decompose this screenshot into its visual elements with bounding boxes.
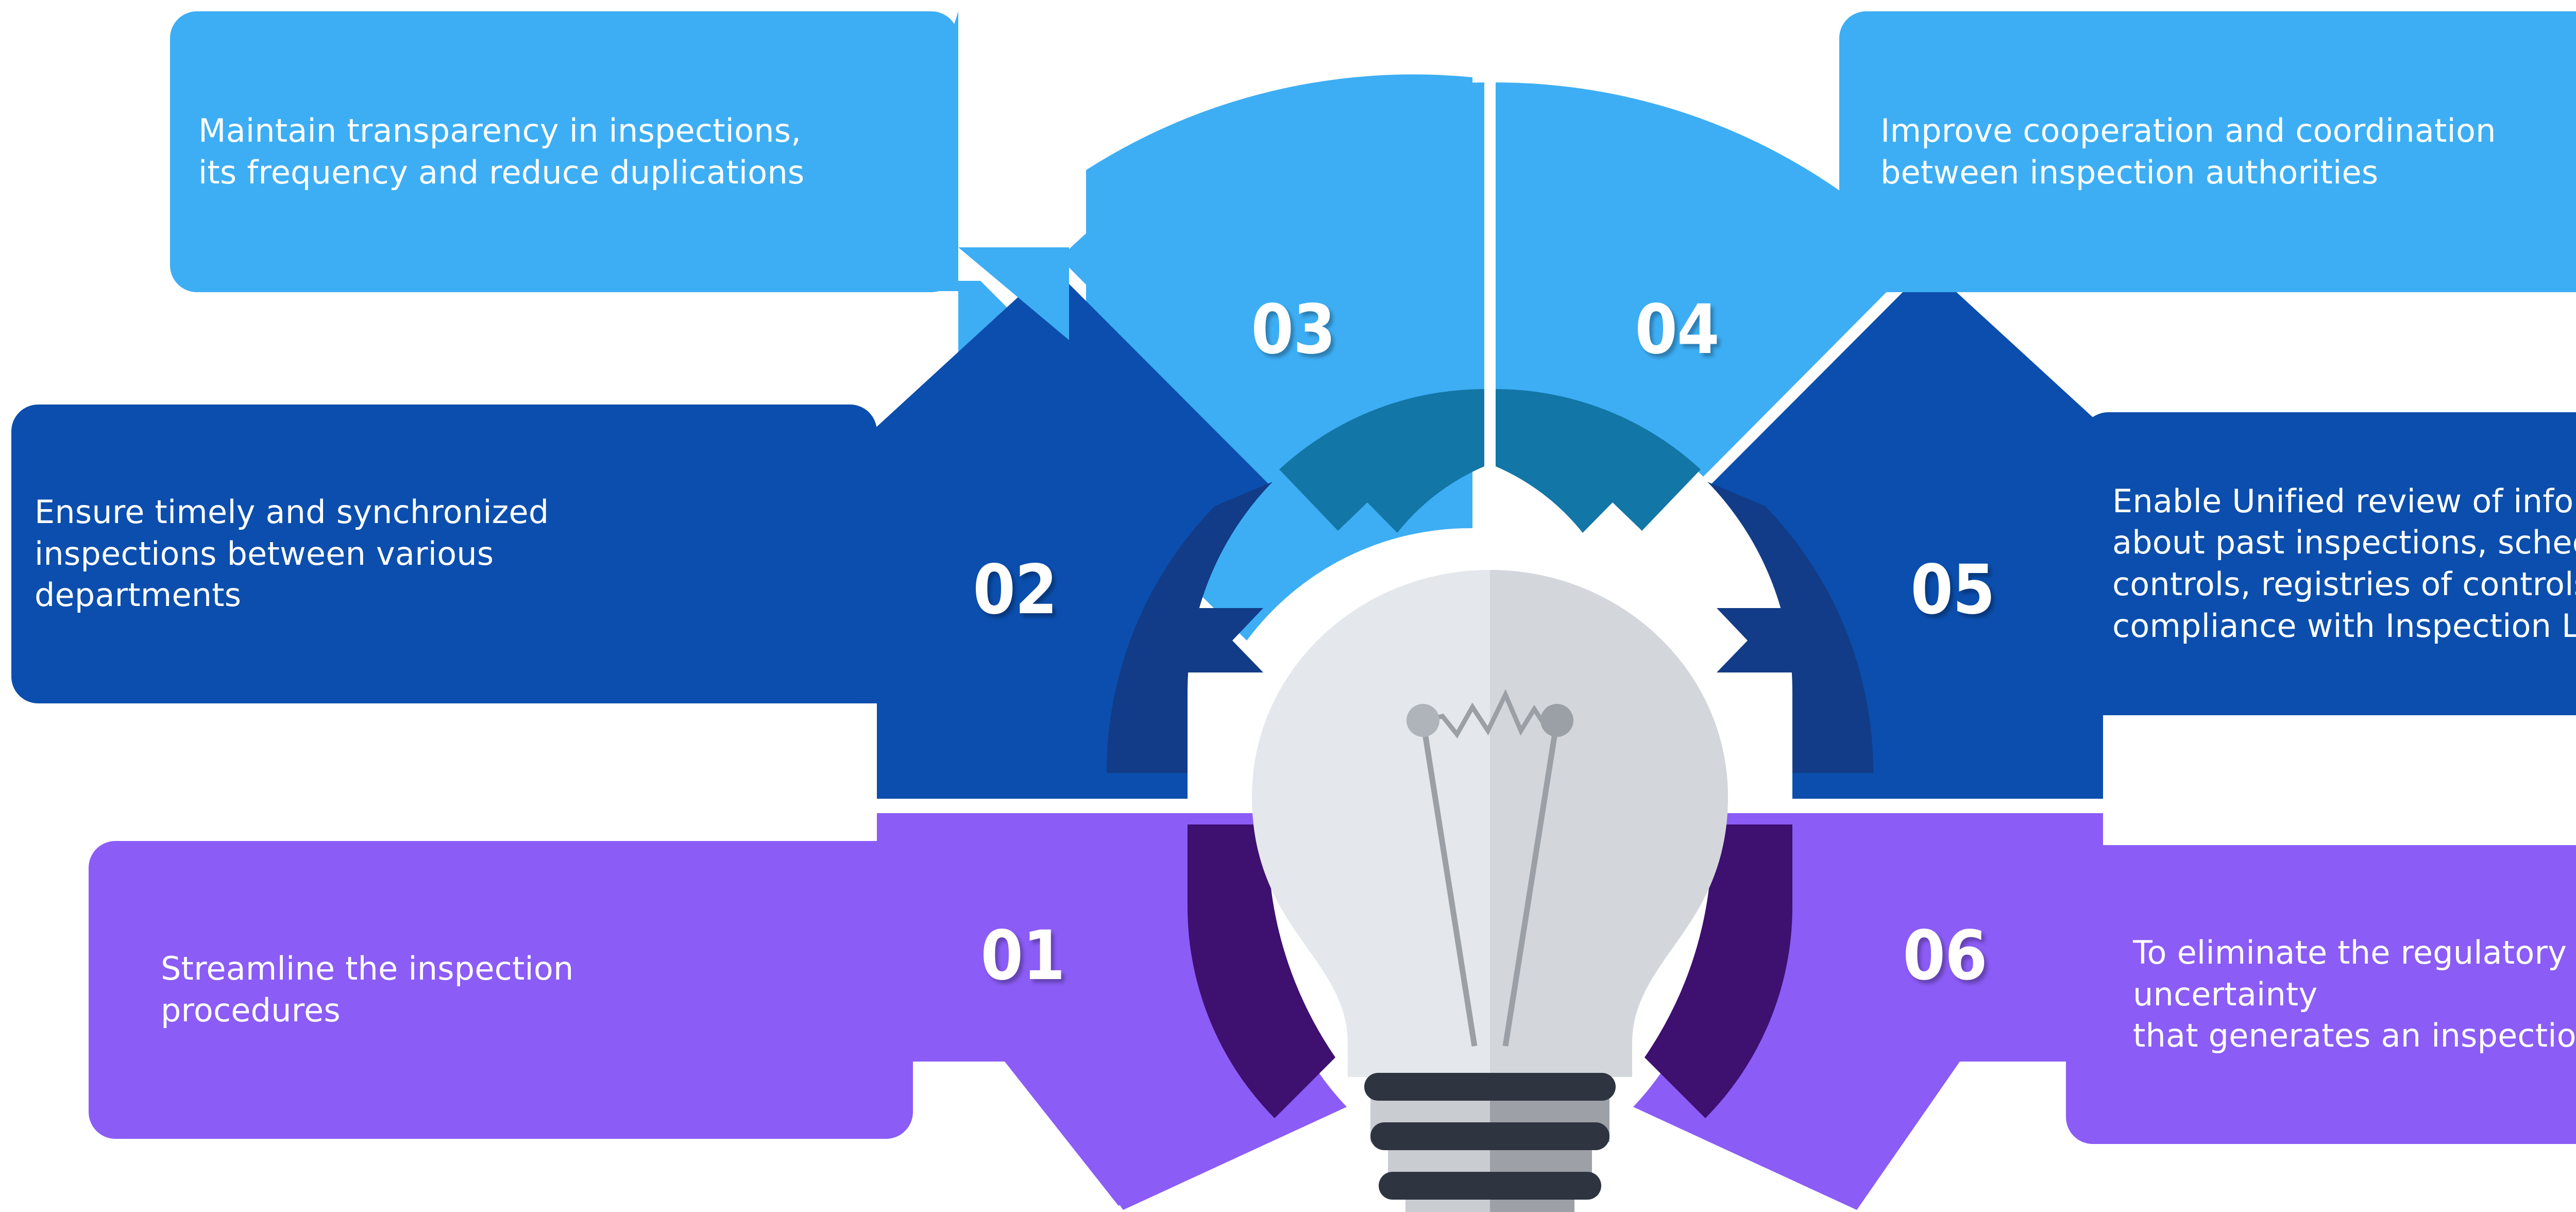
segment-02-inner-notch [1188, 608, 1263, 672]
bulb-ring-2 [1370, 1122, 1609, 1150]
callout-text-04: Improve cooperation and coordination bet… [1880, 111, 2496, 191]
callout-text-02: Ensure timely and synchronized inspectio… [35, 493, 549, 614]
segment-06[interactable] [1633, 813, 2103, 1210]
callout-text-06: To eliminate the regulatory uncertainty … [2133, 934, 2576, 1055]
segment-06-shaft [1792, 813, 2103, 1062]
segment-02[interactable] [877, 266, 1273, 799]
bulb-glass-shade [1490, 570, 1728, 1077]
segment-01-inner-notch [1190, 876, 1266, 940]
callout-box-02[interactable]: Ensure timely and synchronized inspectio… [11, 405, 877, 703]
callout-box-06[interactable]: To eliminate the regulatory uncertainty … [2066, 845, 2576, 1144]
segment-04[interactable] [1496, 82, 1920, 533]
callout-box-01[interactable]: Streamline the inspection procedures [89, 841, 913, 1139]
segment-06-inner-notch [1714, 876, 1790, 940]
callout-box-04[interactable]: Improve cooperation and coordination bet… [1839, 11, 2576, 292]
callout-text-03: Maintain transparency in inspections, it… [198, 111, 805, 191]
callout-text-05: Enable Unified review of information abo… [2112, 482, 2576, 645]
bulb-ring-3 [1379, 1172, 1601, 1200]
segment-04-inner-arc [1496, 389, 1701, 533]
segment-05-inner-notch [1717, 608, 1792, 672]
callout-box-05[interactable]: Enable Unified review of information abo… [2081, 412, 2576, 715]
segment-number-01: 01 [980, 916, 1065, 996]
segment-03-wedge [1060, 82, 1484, 477]
segment-number-06: 06 [1903, 916, 1987, 996]
segment-05-shaft [1792, 427, 2103, 799]
segment-03-inner-arc [1279, 389, 1484, 533]
segment-01-shaft [877, 813, 1188, 1062]
callout-box-03[interactable]: Maintain transparency in inspections, it… [170, 11, 958, 292]
segment-number-02: 02 [973, 550, 1057, 630]
bulb-ring-1 [1364, 1073, 1616, 1101]
bulb-filament-left-wire [1420, 720, 1478, 1047]
callout-text-01: Streamline the inspection procedures [161, 950, 574, 1029]
segment-05[interactable] [1707, 266, 2103, 799]
bulb-filament-left-post [1406, 704, 1439, 737]
segment-number-03: 03 [1251, 290, 1335, 369]
tail-03 [958, 247, 1069, 340]
bulb-filament-coil [1422, 689, 1558, 739]
bulb-filament-right-post [1540, 704, 1573, 737]
segment-number-05: 05 [1910, 550, 1995, 630]
segment-01[interactable] [877, 813, 1347, 1210]
segment-02-shaft [877, 427, 1188, 799]
bulb-filament-right-wire [1502, 720, 1560, 1047]
segment-04-wedge [1496, 82, 1920, 477]
segment-number-04: 04 [1635, 290, 1719, 369]
